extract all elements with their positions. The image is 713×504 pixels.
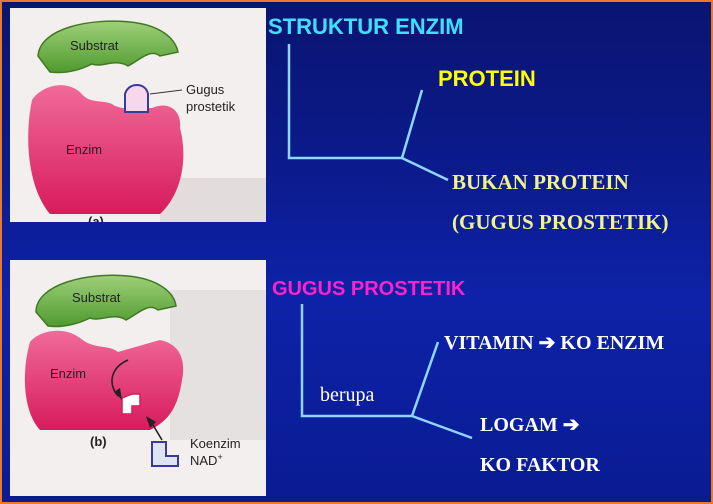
bottom-branch-down <box>411 414 473 440</box>
figure-b-illustration: Substrat Enzim Koenzim NAD+ (b) <box>10 260 266 496</box>
figure-b-drawing: Substrat Enzim Koenzim NAD+ (b) <box>24 274 266 468</box>
top-bracket <box>287 44 402 160</box>
structure-title: STRUKTUR ENZIM <box>268 14 464 39</box>
prosthetic-title: GUGUS PROSTETIK <box>272 278 466 300</box>
figure-a-caption: (a) <box>88 214 104 222</box>
vitamin-row: VITAMIN ➔ KO ENZIM <box>444 330 664 355</box>
cofactor-label: KO FAKTOR <box>480 454 600 476</box>
enzyme-label-a: Enzim <box>66 142 102 157</box>
right-arrow-icon: ➔ <box>562 414 580 436</box>
figure-b-caption: (b) <box>90 434 107 449</box>
prosthetic-label-a-2: prostetik <box>186 99 236 114</box>
figure-a-drawing: Substrat Enzim Gugus prostetik (a) <box>28 20 266 222</box>
vitamin-label: VITAMIN <box>444 332 534 354</box>
enzyme-label-b: Enzim <box>50 366 86 381</box>
enzyme-shape-b <box>24 330 184 430</box>
substrate-label-b: Substrat <box>72 290 121 305</box>
coenzyme-nad-sup: + <box>217 452 222 462</box>
protein-label: PROTEIN <box>438 66 536 91</box>
coenzyme-label-b-1: Koenzim <box>190 436 241 451</box>
substrate-label-a: Substrat <box>70 38 119 53</box>
metal-label: LOGAM <box>480 414 558 436</box>
enzyme-shape-a <box>28 85 184 215</box>
coenzyme-nad: NAD <box>190 453 217 468</box>
non-protein-label: BUKAN PROTEIN <box>452 170 629 194</box>
bottom-bracket <box>300 304 412 418</box>
logam-row: LOGAM ➔ <box>480 412 580 437</box>
active-site-b <box>121 393 141 415</box>
prosthetic-group-label: (GUGUS PROSTETIK) <box>452 210 669 234</box>
substrate-shape-b <box>35 274 177 328</box>
prosthetic-label-a-1: Gugus <box>186 82 225 97</box>
right-arrow-icon: ➔ <box>538 332 556 354</box>
connector-word: berupa <box>320 384 375 406</box>
bottom-branch-up <box>410 341 440 417</box>
coenzyme-label-b-2: NAD+ <box>190 452 223 468</box>
prosthetic-group-a <box>124 84 149 113</box>
coenzyme-shape-b <box>151 441 179 467</box>
figure-a-illustration: Substrat Enzim Gugus prostetik (a) <box>10 8 266 222</box>
substrate-shape-a <box>37 20 179 74</box>
top-branch-down <box>401 156 449 182</box>
coenzyme-label: KO ENZIM <box>560 332 665 354</box>
top-branch-up <box>400 89 424 159</box>
